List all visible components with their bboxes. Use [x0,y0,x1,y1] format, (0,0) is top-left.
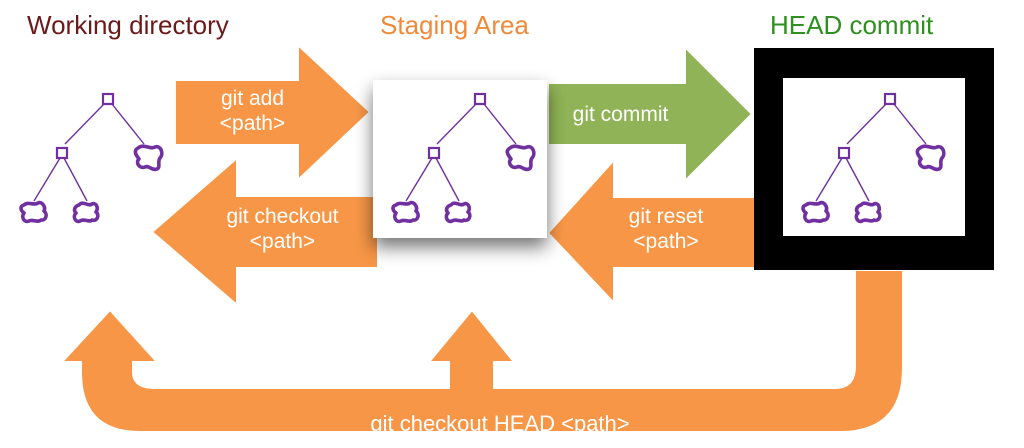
git-checkout-arrow [150,155,379,308]
git-reset-label: git reset <path> [596,205,736,255]
staging-area-box [373,80,547,238]
git-reset-arrow [546,157,756,306]
git-reset-label-line2: <path> [633,229,699,253]
git-checkout-head-label: git checkout HEAD <path> [300,411,700,437]
git-add-label: git add <path> [190,87,315,137]
git-commit-label-line1: git commit [572,103,669,126]
git-reset-label-line1: git reset [628,205,704,228]
working-directory-tree [19,92,164,224]
git-checkout-label-line1: git checkout [226,205,339,228]
git-checkout-label: git checkout <path> [200,205,365,255]
git-checkout-head-label-line1: git checkout HEAD <path> [370,411,630,436]
git-checkout-label-line2: <path> [249,229,316,253]
git-commit-label: git commit [558,103,683,128]
head-commit-heading: HEAD commit [770,10,934,40]
git-add-arrow [174,42,372,183]
staging-area-heading: Staging Area [380,10,529,40]
head-commit-box [783,78,965,236]
git-add-label-line1: git add [220,87,285,110]
git-add-label-line2: <path> [219,111,286,135]
working-directory-heading: Working directory [27,10,229,40]
checkout-head-arrow [59,269,904,433]
git-commit-arrow [547,44,754,184]
checkout-head-arrow-body [59,269,904,433]
